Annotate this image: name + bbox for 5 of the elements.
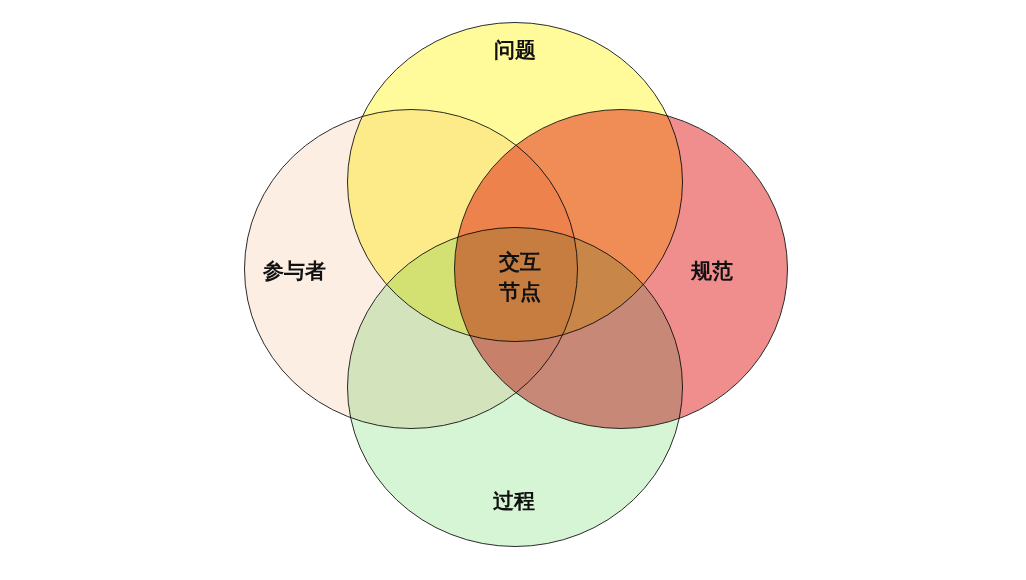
- circle-label: 问题: [494, 37, 536, 63]
- circle-label: 过程: [493, 488, 535, 514]
- overlap-label: 交互节点: [498, 249, 542, 306]
- circle-label: 规范: [691, 258, 733, 284]
- circle-label: 参与者: [262, 258, 326, 284]
